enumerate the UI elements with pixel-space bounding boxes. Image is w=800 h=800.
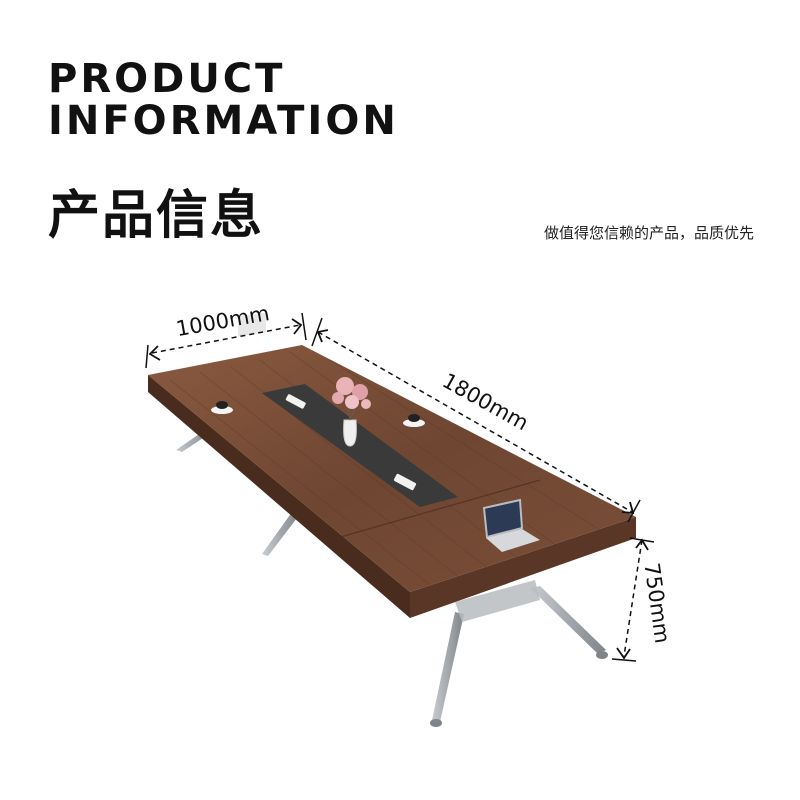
leg-front-left	[432, 612, 464, 722]
coffee-cup-icon	[403, 414, 425, 427]
english-title: PRODUCT INFORMATION	[48, 58, 399, 142]
divider-panel	[238, 312, 266, 337]
table-legs	[176, 430, 608, 727]
leg-front-right	[530, 586, 606, 654]
title-line-product: PRODUCT	[48, 56, 286, 102]
dimension-width-label: 1000mm	[174, 301, 271, 341]
foot-front-left	[430, 719, 442, 727]
chinese-title: 产品信息	[48, 186, 265, 246]
cable-tray	[262, 384, 458, 507]
cable-port-2	[393, 473, 417, 491]
laptop-icon	[482, 498, 540, 552]
cable-port-1	[285, 394, 306, 409]
tagline: 做值得您信赖的产品，品质优先	[543, 224, 754, 242]
coffee-cup-icon	[211, 401, 233, 414]
leg-crossbar	[455, 580, 540, 622]
panel-seam	[329, 479, 541, 541]
dimension-height-label: 750mm	[639, 561, 674, 645]
leg-mid-left	[262, 512, 300, 556]
dimension-height: 750mm	[611, 537, 674, 662]
title-line-information: INFORMATION	[48, 98, 399, 144]
tabletop-edge-front	[410, 517, 636, 618]
conference-table-illustration: 1000mm 1800mm 750mm	[145, 301, 674, 727]
foot-front-right	[596, 651, 608, 659]
flower-vase-icon	[332, 377, 371, 447]
tabletop-edge	[148, 375, 410, 618]
